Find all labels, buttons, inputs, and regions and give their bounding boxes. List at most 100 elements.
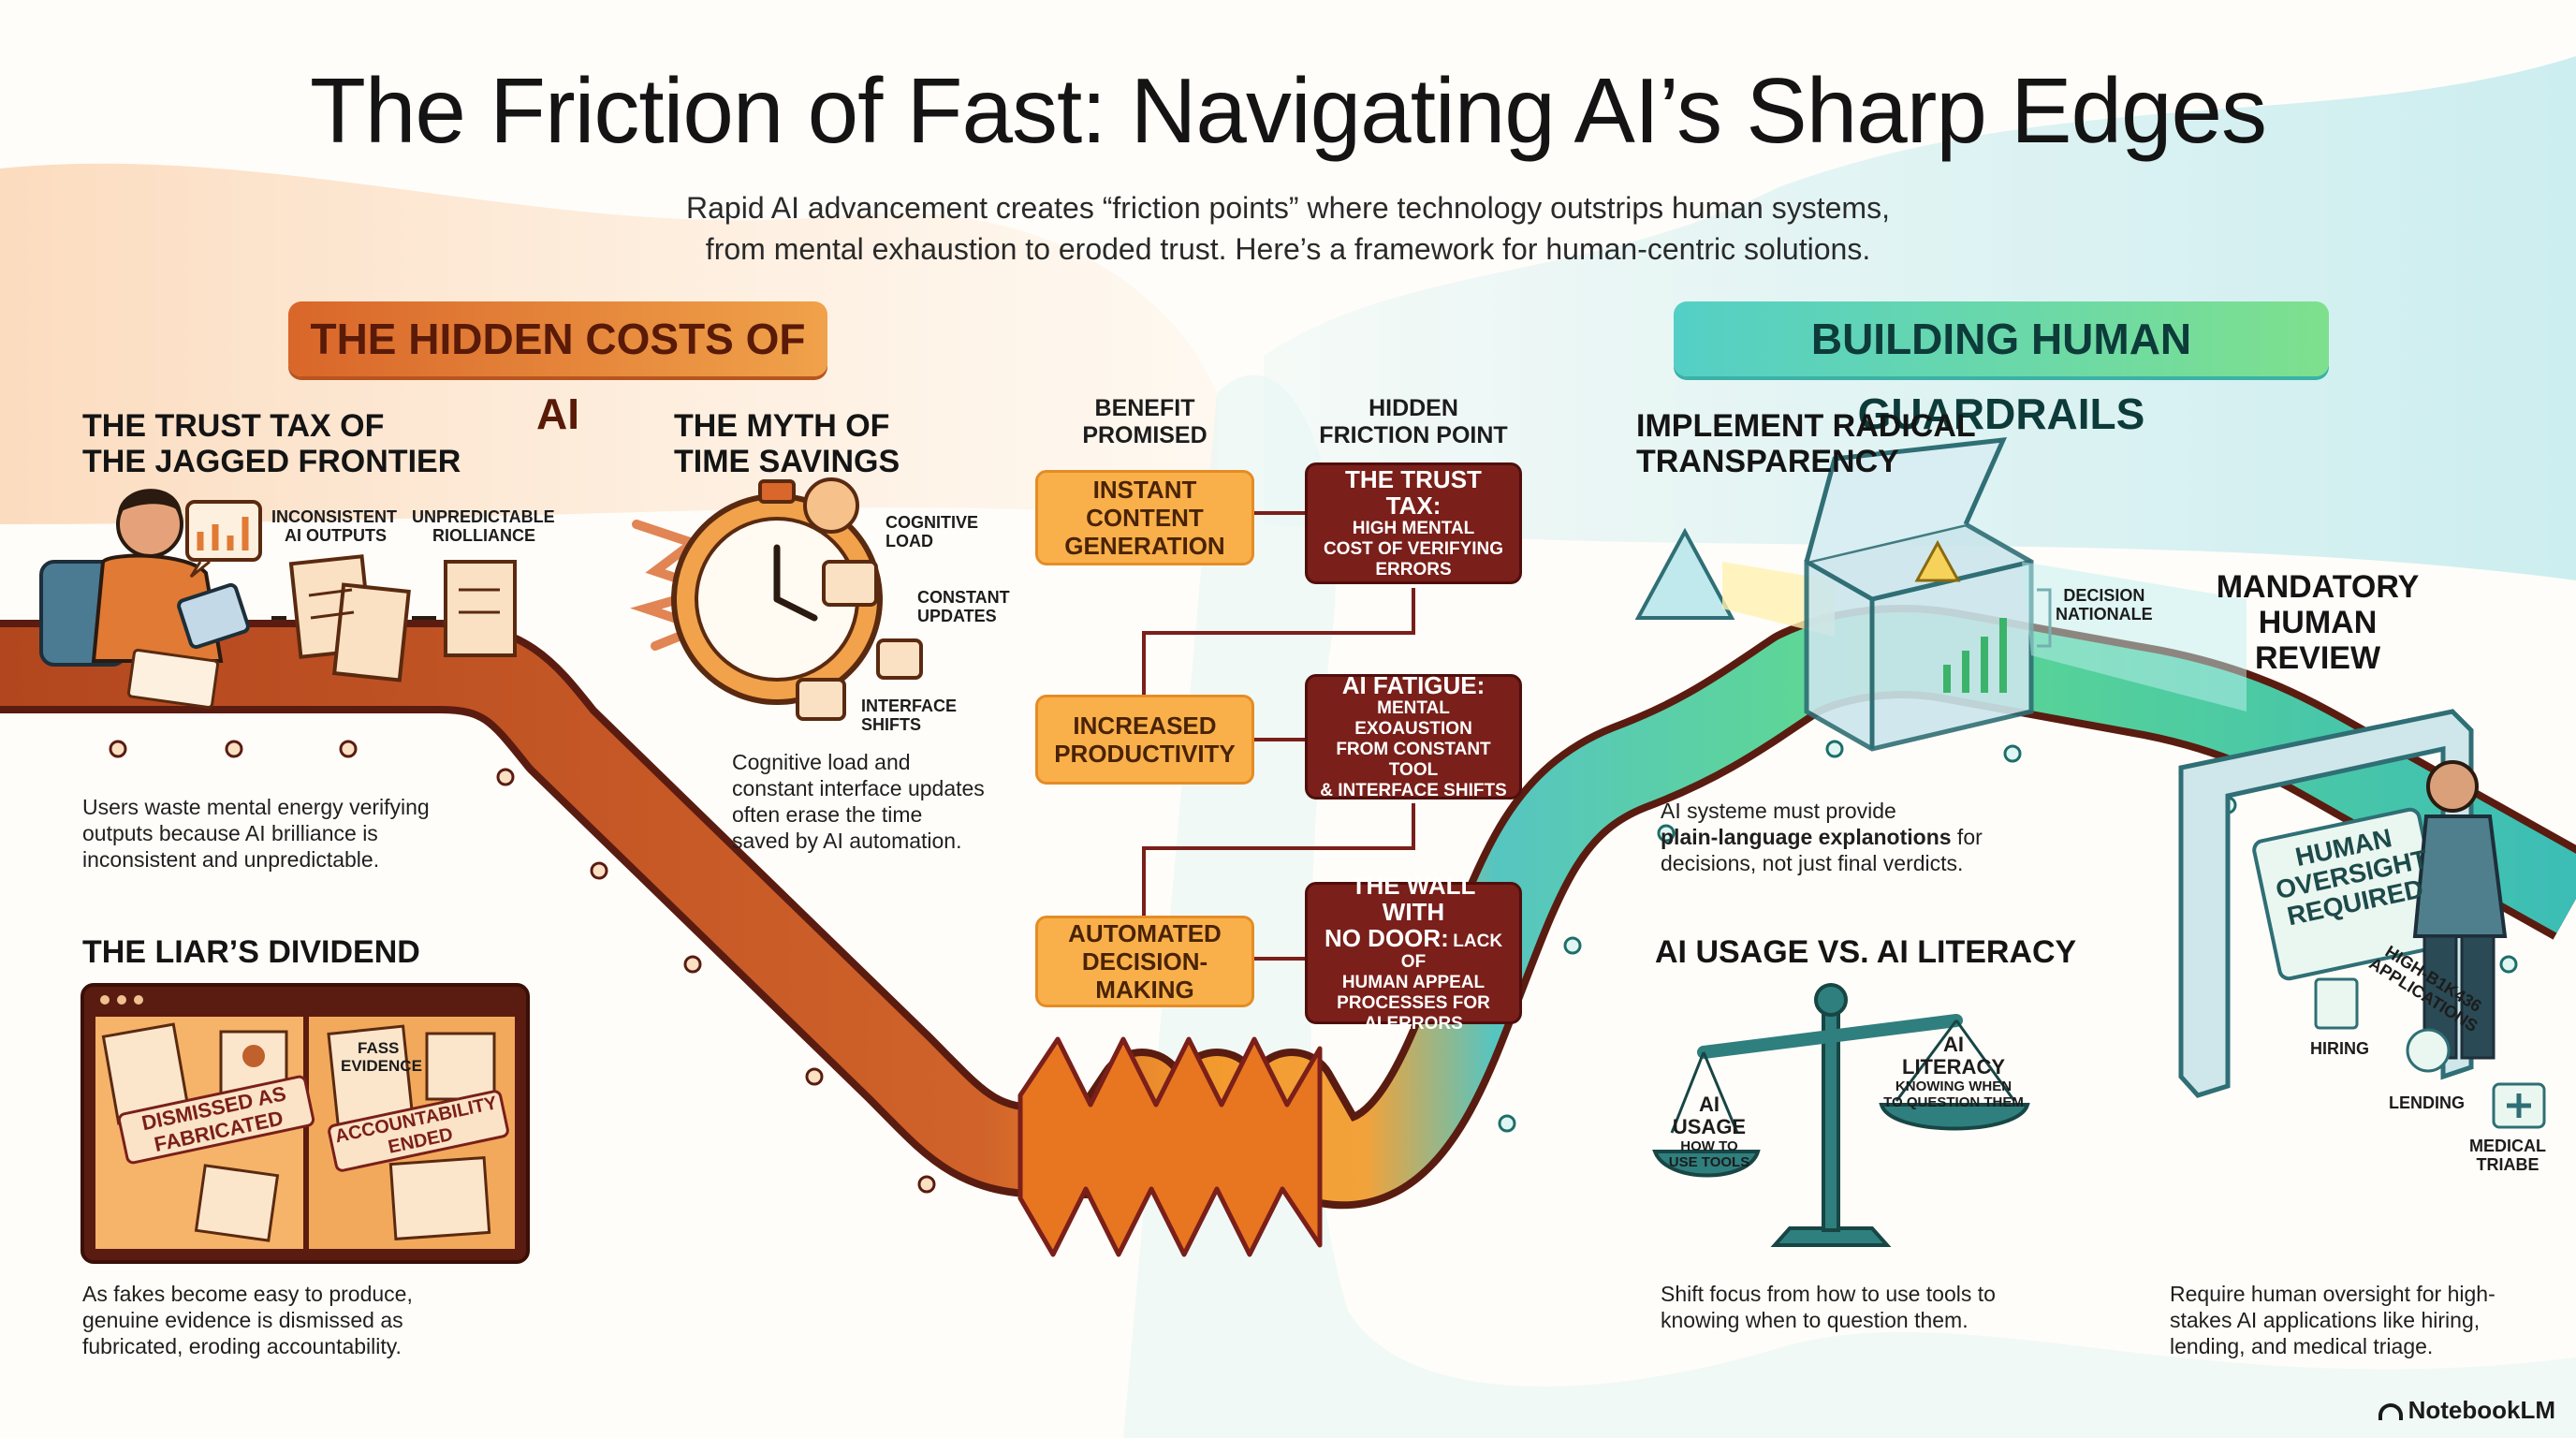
body-emphasis: plain-language explanotions (1661, 825, 1952, 849)
friction-line: MENTAL EXOAUSTION (1354, 698, 1472, 739)
heading-line: HUMAN REVIEW (2254, 605, 2381, 676)
friction-title: THE WALL WITH (1351, 871, 1476, 926)
body-line: fubricated, eroding accountability. (82, 1334, 402, 1358)
notebooklm-logo-icon (2378, 1403, 2403, 1420)
constant-updates-label: CONSTANT UPDATES (917, 588, 1010, 625)
trust-tax-heading: THE TRUST TAX OF THE JAGGED FRONTIER (82, 408, 461, 479)
header-line: HIDDEN (1368, 395, 1458, 421)
time-savings-heading: THE MYTH OF TIME SAVINGS (674, 408, 900, 479)
inconsistent-outputs-label: INCONSISTENT AI OUTPUTS (271, 507, 397, 545)
literacy-body: Shift focus from how to use tools to kno… (1661, 1281, 1996, 1333)
liars-dividend-heading: THE LIAR’S DIVIDEND (82, 934, 420, 970)
cognitive-load-label: COGNITIVE LOAD (886, 513, 978, 550)
notebooklm-watermark: NotebookLM (2378, 1396, 2555, 1425)
benefit-card-productivity: INCREASED PRODUCTIVITY (1035, 695, 1254, 785)
body-line: stakes AI applications like hiring, (2170, 1308, 2481, 1332)
friction-card-trust-tax: THE TRUST TAX: HIGH MENTAL COST OF VERIF… (1305, 462, 1522, 584)
subtitle-line: from mental exhaustion to eroded trust. … (705, 232, 1871, 266)
benefit-card-automated-decisions: AUTOMATED DECISION-MAKING (1035, 916, 1254, 1007)
body-line: Users waste mental energy verifying (82, 795, 430, 819)
hiring-label: HIRING (2310, 1039, 2369, 1058)
body-line: Require human oversight for high- (2170, 1282, 2496, 1306)
friction-title: AI FATIGUE: (1341, 671, 1486, 699)
trust-tax-body: Users waste mental energy verifying outp… (82, 794, 430, 873)
friction-line: LACK OF (1400, 931, 1503, 972)
ai-literacy-pan-label: AI LITERACY KNOWING WHEN TO QUESTION THE… (1855, 1033, 2052, 1111)
label-line: DECISION (2063, 586, 2145, 605)
body-line: often erase the time (732, 802, 923, 827)
decision-rationale-label: DECISION NATIONALE (2056, 586, 2153, 624)
page-subtitle: Rapid AI advancement creates “friction p… (539, 187, 2037, 270)
body-line: Cognitive load and (732, 750, 911, 774)
label-line: AI (1943, 1033, 1964, 1056)
friction-line: & INTERFACE SHIFTS (1320, 781, 1507, 800)
benefit-line: CONTENT (1086, 504, 1204, 532)
friction-line: COST OF VERIFYING (1323, 539, 1504, 559)
heading-line: TIME SAVINGS (674, 444, 900, 479)
document-stack-icon (271, 554, 517, 682)
label-line: FASS (358, 1039, 400, 1057)
heading-line: TRANSPARENCY (1636, 444, 1899, 479)
header-line: FRICTION POINT (1319, 422, 1508, 448)
label-line: UPDATES (917, 607, 997, 625)
transparency-heading: IMPLEMENT RADICAL TRANSPARENCY (1636, 408, 1976, 479)
body-line: genuine evidence is dismissed as (82, 1308, 403, 1332)
label-line: NATIONALE (2056, 605, 2153, 624)
header-line: PROMISED (1082, 422, 1208, 448)
heading-line: THE JAGGED FRONTIER (82, 444, 461, 479)
heading-line: MANDATORY (2216, 569, 2420, 605)
hidden-costs-banner: THE HIDDEN COSTS OF AI (288, 301, 827, 438)
brand-text: NotebookLM (2408, 1396, 2555, 1424)
label-line: MEDICAL (2469, 1137, 2546, 1155)
body-line: knowing when to question them. (1661, 1308, 1969, 1332)
time-savings-body: Cognitive load and constant interface up… (732, 749, 985, 854)
body-line: constant interface updates (732, 776, 985, 800)
transparency-cube-illustration (1634, 437, 2247, 752)
subtitle-line: Rapid AI advancement creates “friction p… (686, 191, 1890, 225)
friction-card-wall-no-door: THE WALL WITH NO DOOR: LACK OF HUMAN APP… (1305, 873, 1522, 1034)
benefit-card-instant-content: INSTANT CONTENT GENERATION (1035, 470, 1254, 565)
label-line: AI (1699, 1093, 1720, 1116)
label-line: TRIABE (2476, 1155, 2539, 1174)
person-with-tablet-illustration (39, 489, 250, 710)
label-line: AI OUTPUTS (285, 526, 388, 545)
jagged-edge (1017, 1036, 1323, 1257)
label-line: UNPREDICTABLE (412, 507, 555, 526)
benefit-line: AUTOMATED (1068, 919, 1222, 947)
belt-rivets (109, 740, 936, 1194)
chart-bubble-icon (185, 500, 262, 579)
friction-line: AI ERRORS (1364, 1013, 1463, 1034)
ai-usage-pan-label: AI USAGE HOW TO USE TOOLS (1657, 1093, 1762, 1171)
medical-triage-label: MEDICAL TRIABE (2469, 1137, 2546, 1174)
transparency-body: AI systeme must provide plain-language e… (1661, 798, 1983, 876)
heading-line: THE TRUST TAX OF (82, 408, 385, 444)
friction-line: HIGH MENTAL (1352, 519, 1475, 538)
label-line: USE TOOLS (1668, 1154, 1750, 1170)
friction-line: HUMAN APPEAL (1341, 972, 1486, 992)
body-line: decisions, not just final verdicts. (1661, 851, 1964, 875)
label-line: COGNITIVE (886, 513, 979, 532)
body-line: saved by AI automation. (732, 829, 962, 853)
unpredictable-brilliance-label: UNPREDICTABLE RIOLLIANCE (412, 507, 555, 545)
label-line: KNOWING WHEN (1895, 1078, 2012, 1094)
label-line: SHIFTS (861, 715, 922, 734)
label-line: INTERFACE (861, 697, 958, 715)
friction-line: PROCESSES FOR (1337, 992, 1490, 1013)
label-line: LOAD (886, 532, 933, 550)
balance-scale-illustration (1652, 983, 2030, 1247)
benefit-column-header: BENEFIT PROMISED (1037, 395, 1252, 449)
header-line: BENEFIT (1094, 395, 1195, 421)
benefit-line: DECISION-MAKING (1081, 947, 1208, 1004)
body-line: outputs because AI brilliance is (82, 821, 378, 845)
benefit-line: INCREASED (1073, 712, 1217, 740)
label-line: HOW TO (1680, 1138, 1738, 1154)
body-line: inconsistent and unpredictable. (82, 847, 380, 872)
page-title: The Friction of Fast: Navigating AI’s Sh… (310, 59, 2267, 162)
fass-evidence-label: FASS EVIDENCE (341, 1039, 422, 1075)
benefit-line: GENERATION (1064, 532, 1225, 560)
body-line: Shift focus from how to use tools to (1661, 1282, 1996, 1306)
human-guardrails-banner: BUILDING HUMAN GUARDRAILS (1674, 301, 2329, 438)
benefit-line: INSTANT (1092, 476, 1197, 504)
body-line: AI systeme must provide (1661, 799, 1896, 823)
review-gate-illustration (2178, 709, 2546, 1129)
